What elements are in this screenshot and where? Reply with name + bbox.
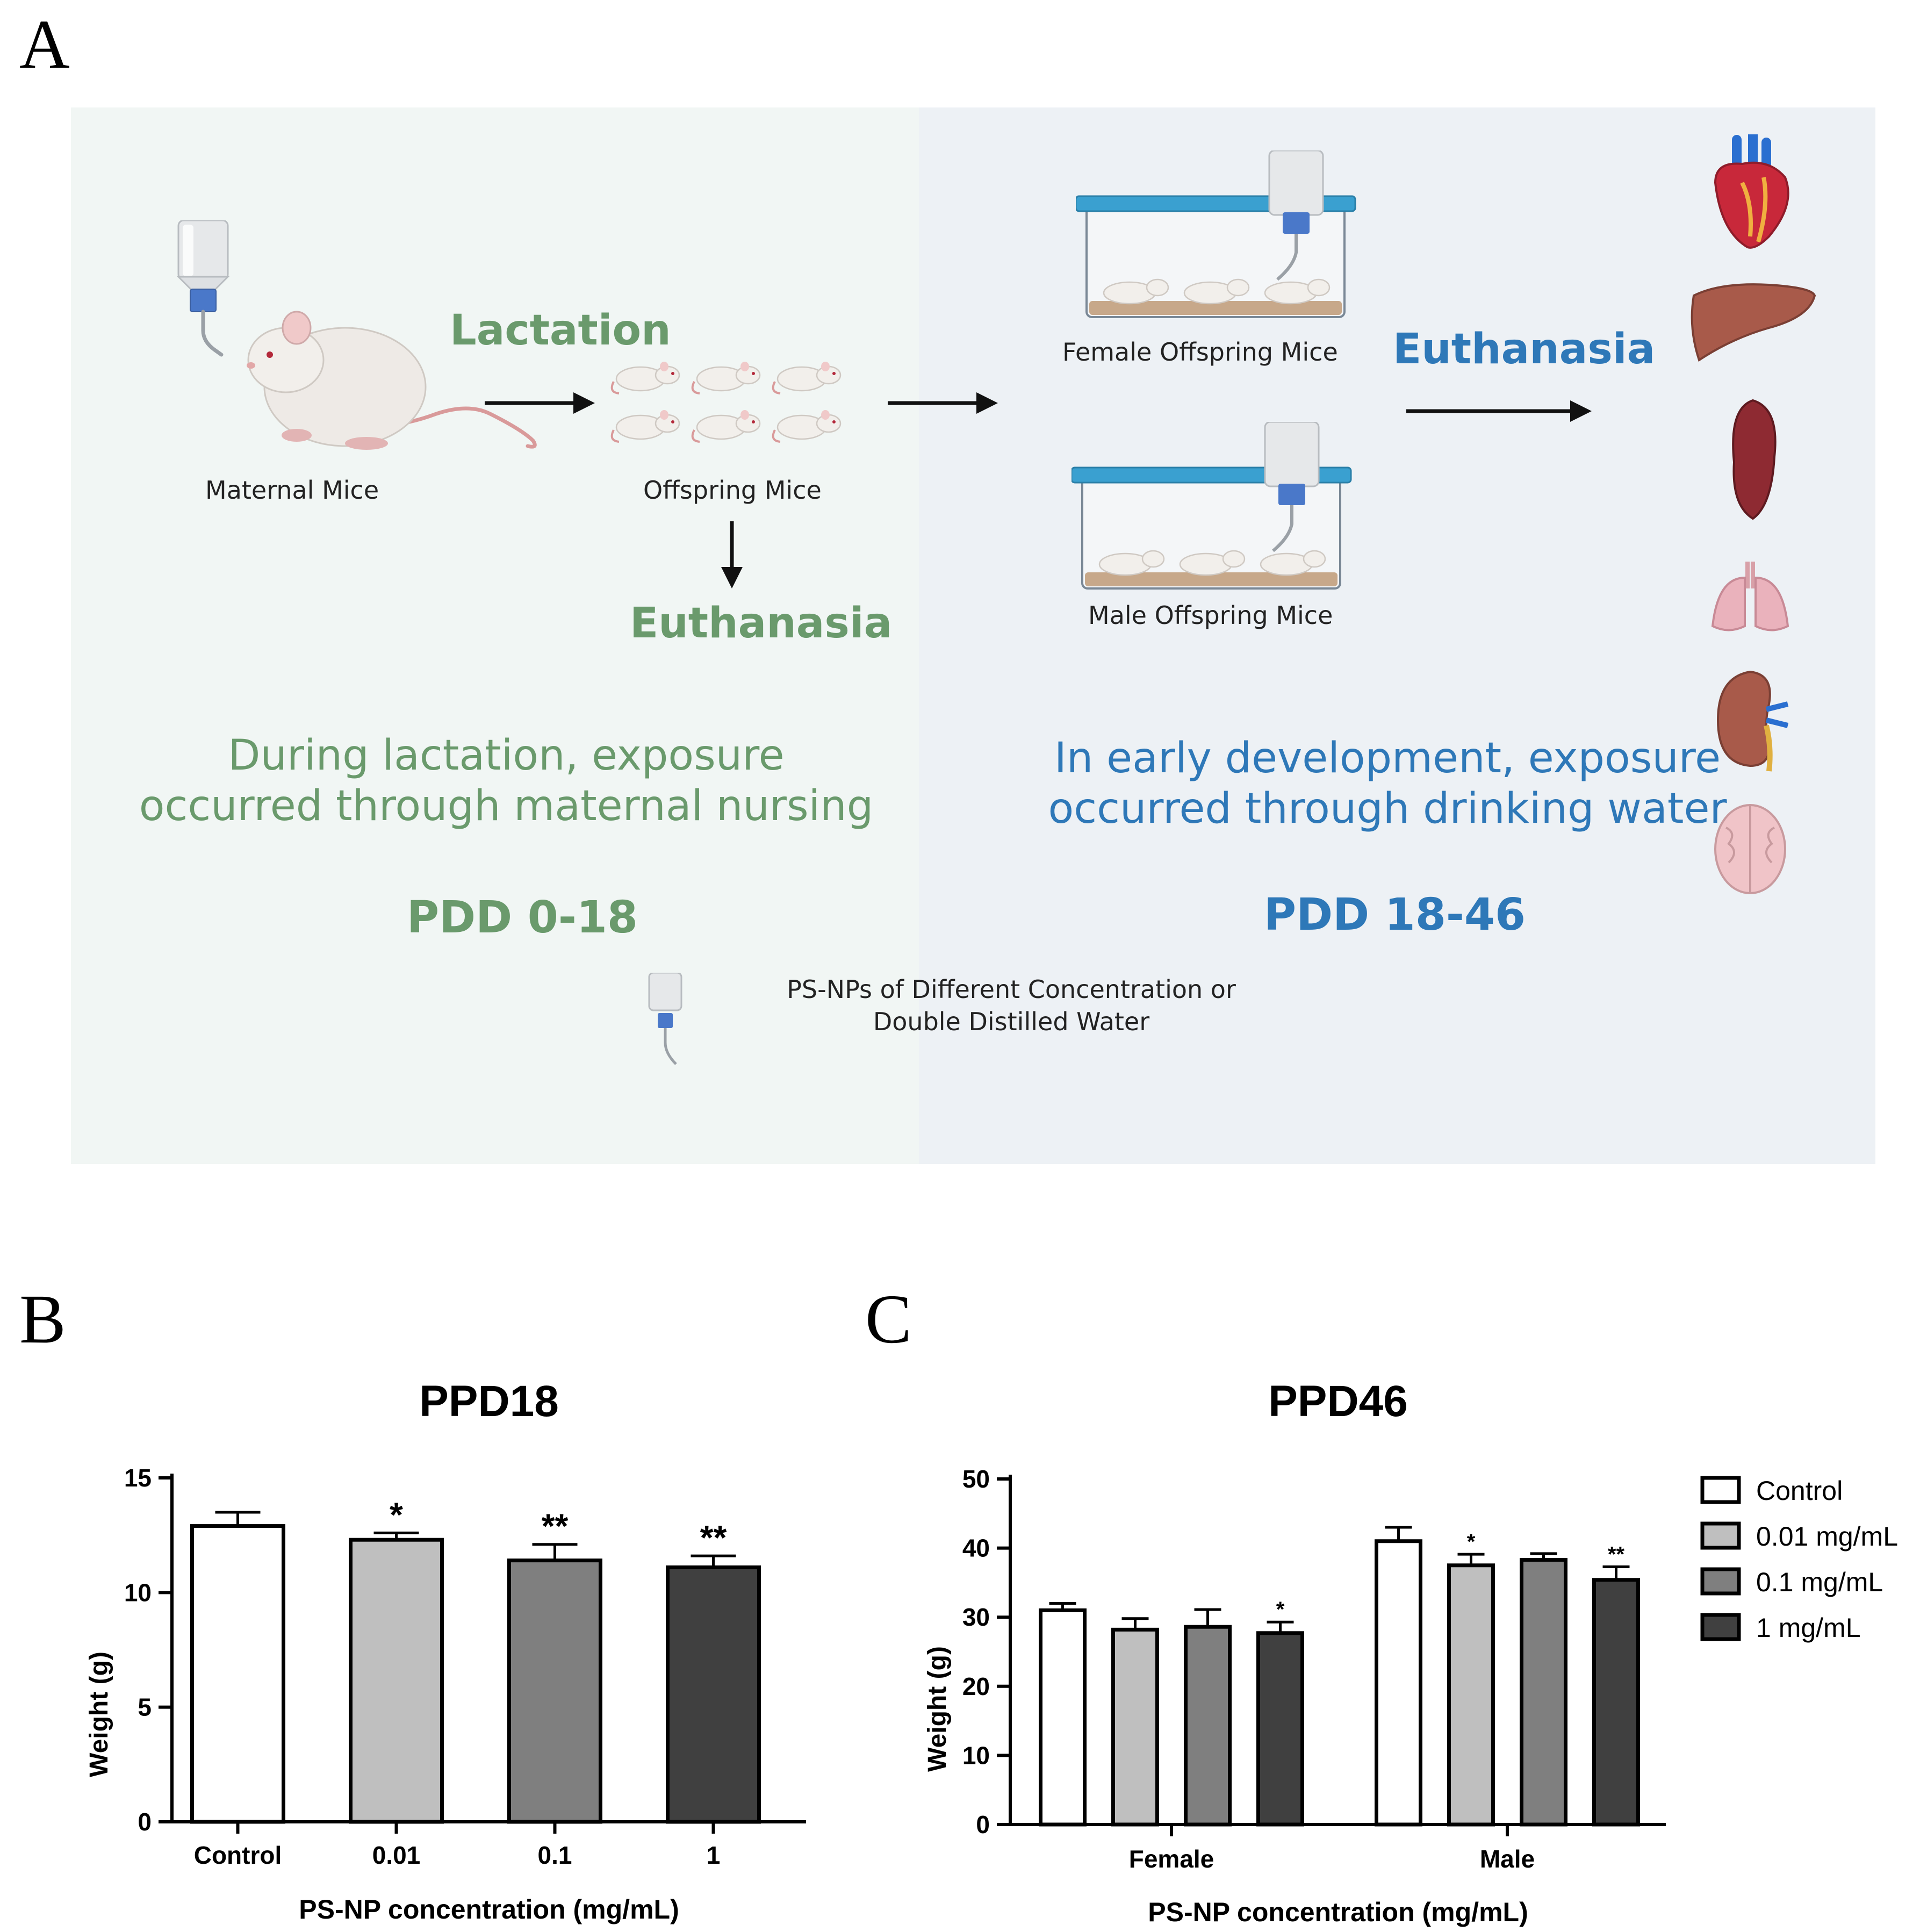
legend-swatch	[1700, 1476, 1741, 1504]
bar	[1111, 1627, 1159, 1827]
cage-icon	[1076, 150, 1356, 318]
lung-icon	[1711, 562, 1789, 631]
y-tick-label: 0	[138, 1808, 152, 1836]
y-tick-label: 20	[962, 1672, 990, 1700]
development-text-line1: In early development, exposure	[1054, 734, 1721, 782]
bar	[1184, 1625, 1232, 1827]
heart-icon	[1714, 134, 1789, 249]
x-tick-label: 0.01	[372, 1841, 421, 1869]
x-tick-label: Control	[194, 1841, 282, 1869]
euthanasia-left-label: Euthanasia	[630, 599, 893, 648]
y-tick-label: 0	[976, 1811, 990, 1838]
x-tick-label: Male	[1480, 1845, 1535, 1873]
significance-label: *	[1467, 1530, 1476, 1554]
y-axis-label: Weight (g)	[85, 1651, 113, 1777]
arrow-icon	[888, 392, 998, 414]
y-tick-label: 15	[124, 1464, 152, 1492]
panel-label-a: A	[19, 6, 70, 83]
significance-label: **	[542, 1507, 569, 1546]
x-tick-label: 1	[707, 1841, 721, 1869]
legend-label: Control	[1756, 1476, 1843, 1506]
euthanasia-right-label: Euthanasia	[1393, 325, 1656, 374]
x-tick-label: Female	[1129, 1845, 1214, 1873]
x-tick-label: 0.1	[538, 1841, 572, 1869]
significance-label: *	[390, 1495, 403, 1534]
bar	[1375, 1539, 1422, 1827]
significance-label: **	[1608, 1542, 1625, 1566]
y-tick-label: 50	[962, 1465, 990, 1493]
significance-label: **	[700, 1518, 727, 1557]
bar	[190, 1524, 285, 1824]
cage-icon	[1072, 422, 1356, 599]
male-offspring-label: Male Offspring Mice	[1088, 601, 1333, 630]
y-axis-label: Weight (g)	[923, 1646, 952, 1772]
legend-swatch	[1700, 1521, 1741, 1550]
x-axis-label: PS-NP concentration (mg/mL)	[1148, 1897, 1528, 1927]
x-axis-label: PS-NP concentration (mg/mL)	[299, 1894, 679, 1924]
chart-title: PPD46	[1268, 1377, 1408, 1426]
experimental-schematic: Maternal Mice Lactation Offspring Mice E…	[71, 107, 1875, 1164]
left-period-label: PDD 0-18	[407, 892, 638, 943]
panel-label-c: C	[865, 1281, 912, 1358]
brain-icon	[1714, 804, 1786, 894]
lactation-text-line2: occurred through maternal nursing	[139, 781, 874, 830]
arrow-icon	[1406, 400, 1592, 422]
legend-label: 0.01 mg/mL	[1756, 1521, 1898, 1552]
lactation-text-line1: During lactation, exposure	[228, 731, 785, 780]
development-phase-background	[919, 107, 1875, 1164]
arrow-icon	[721, 521, 743, 588]
liver-icon	[1691, 283, 1816, 362]
bar	[666, 1565, 761, 1824]
legend: Control 0.01 mg/mL 0.1 mg/mL 1 mg/mL	[1700, 1476, 1898, 1643]
significance-label: *	[1276, 1598, 1285, 1621]
lactation-exposure-text: During lactation, exposure occurred thro…	[103, 731, 909, 831]
bar	[1039, 1608, 1087, 1827]
y-tick-label: 30	[962, 1603, 990, 1631]
right-period-label: PDD 18-46	[1264, 889, 1526, 940]
bar	[1447, 1563, 1495, 1827]
y-tick-label: 5	[138, 1693, 152, 1721]
mouse-icon	[610, 361, 842, 443]
exposure-legend: PS-NPs of Different Concentration or Dou…	[710, 974, 1312, 1038]
female-offspring-label: Female Offspring Mice	[1062, 337, 1338, 367]
y-tick-label: 10	[962, 1741, 990, 1769]
ppd46-chart: PPD46 Weight (g) PS-NP concentration (mg…	[923, 1377, 1898, 1927]
legend-label: 1 mg/mL	[1756, 1613, 1861, 1643]
arrow-icon	[485, 392, 595, 414]
mouse-icon	[247, 311, 537, 450]
development-text-line2: occurred through drinking water	[1048, 784, 1727, 833]
bar	[1592, 1578, 1640, 1827]
exposure-legend-line2: Double Distilled Water	[873, 1007, 1150, 1036]
y-tick-label: 40	[962, 1534, 990, 1562]
lactation-label: Lactation	[450, 306, 671, 355]
offspring-mice-label: Offspring Mice	[643, 476, 822, 505]
chart-title: PPD18	[419, 1377, 559, 1426]
development-exposure-text: In early development, exposure occurred …	[958, 734, 1817, 834]
bar	[507, 1558, 602, 1824]
bar	[1520, 1557, 1567, 1827]
ppd18-chart: PPD18 Weight (g) PS-NP concentration (mg…	[85, 1377, 806, 1924]
bar	[349, 1538, 444, 1824]
exposure-legend-line1: PS-NPs of Different Concentration or	[787, 975, 1236, 1004]
panel-label-b: B	[19, 1281, 66, 1358]
spleen-icon	[1732, 399, 1777, 520]
kidney-icon	[1716, 670, 1789, 772]
bar	[1256, 1631, 1304, 1827]
legend-swatch	[1700, 1613, 1741, 1641]
maternal-mice-label: Maternal Mice	[205, 476, 379, 505]
water-bottle-icon	[176, 220, 230, 357]
y-tick-label: 10	[124, 1578, 152, 1606]
legend-swatch	[1700, 1567, 1741, 1596]
water-bottle-icon	[648, 973, 682, 1065]
legend-label: 0.1 mg/mL	[1756, 1567, 1883, 1597]
